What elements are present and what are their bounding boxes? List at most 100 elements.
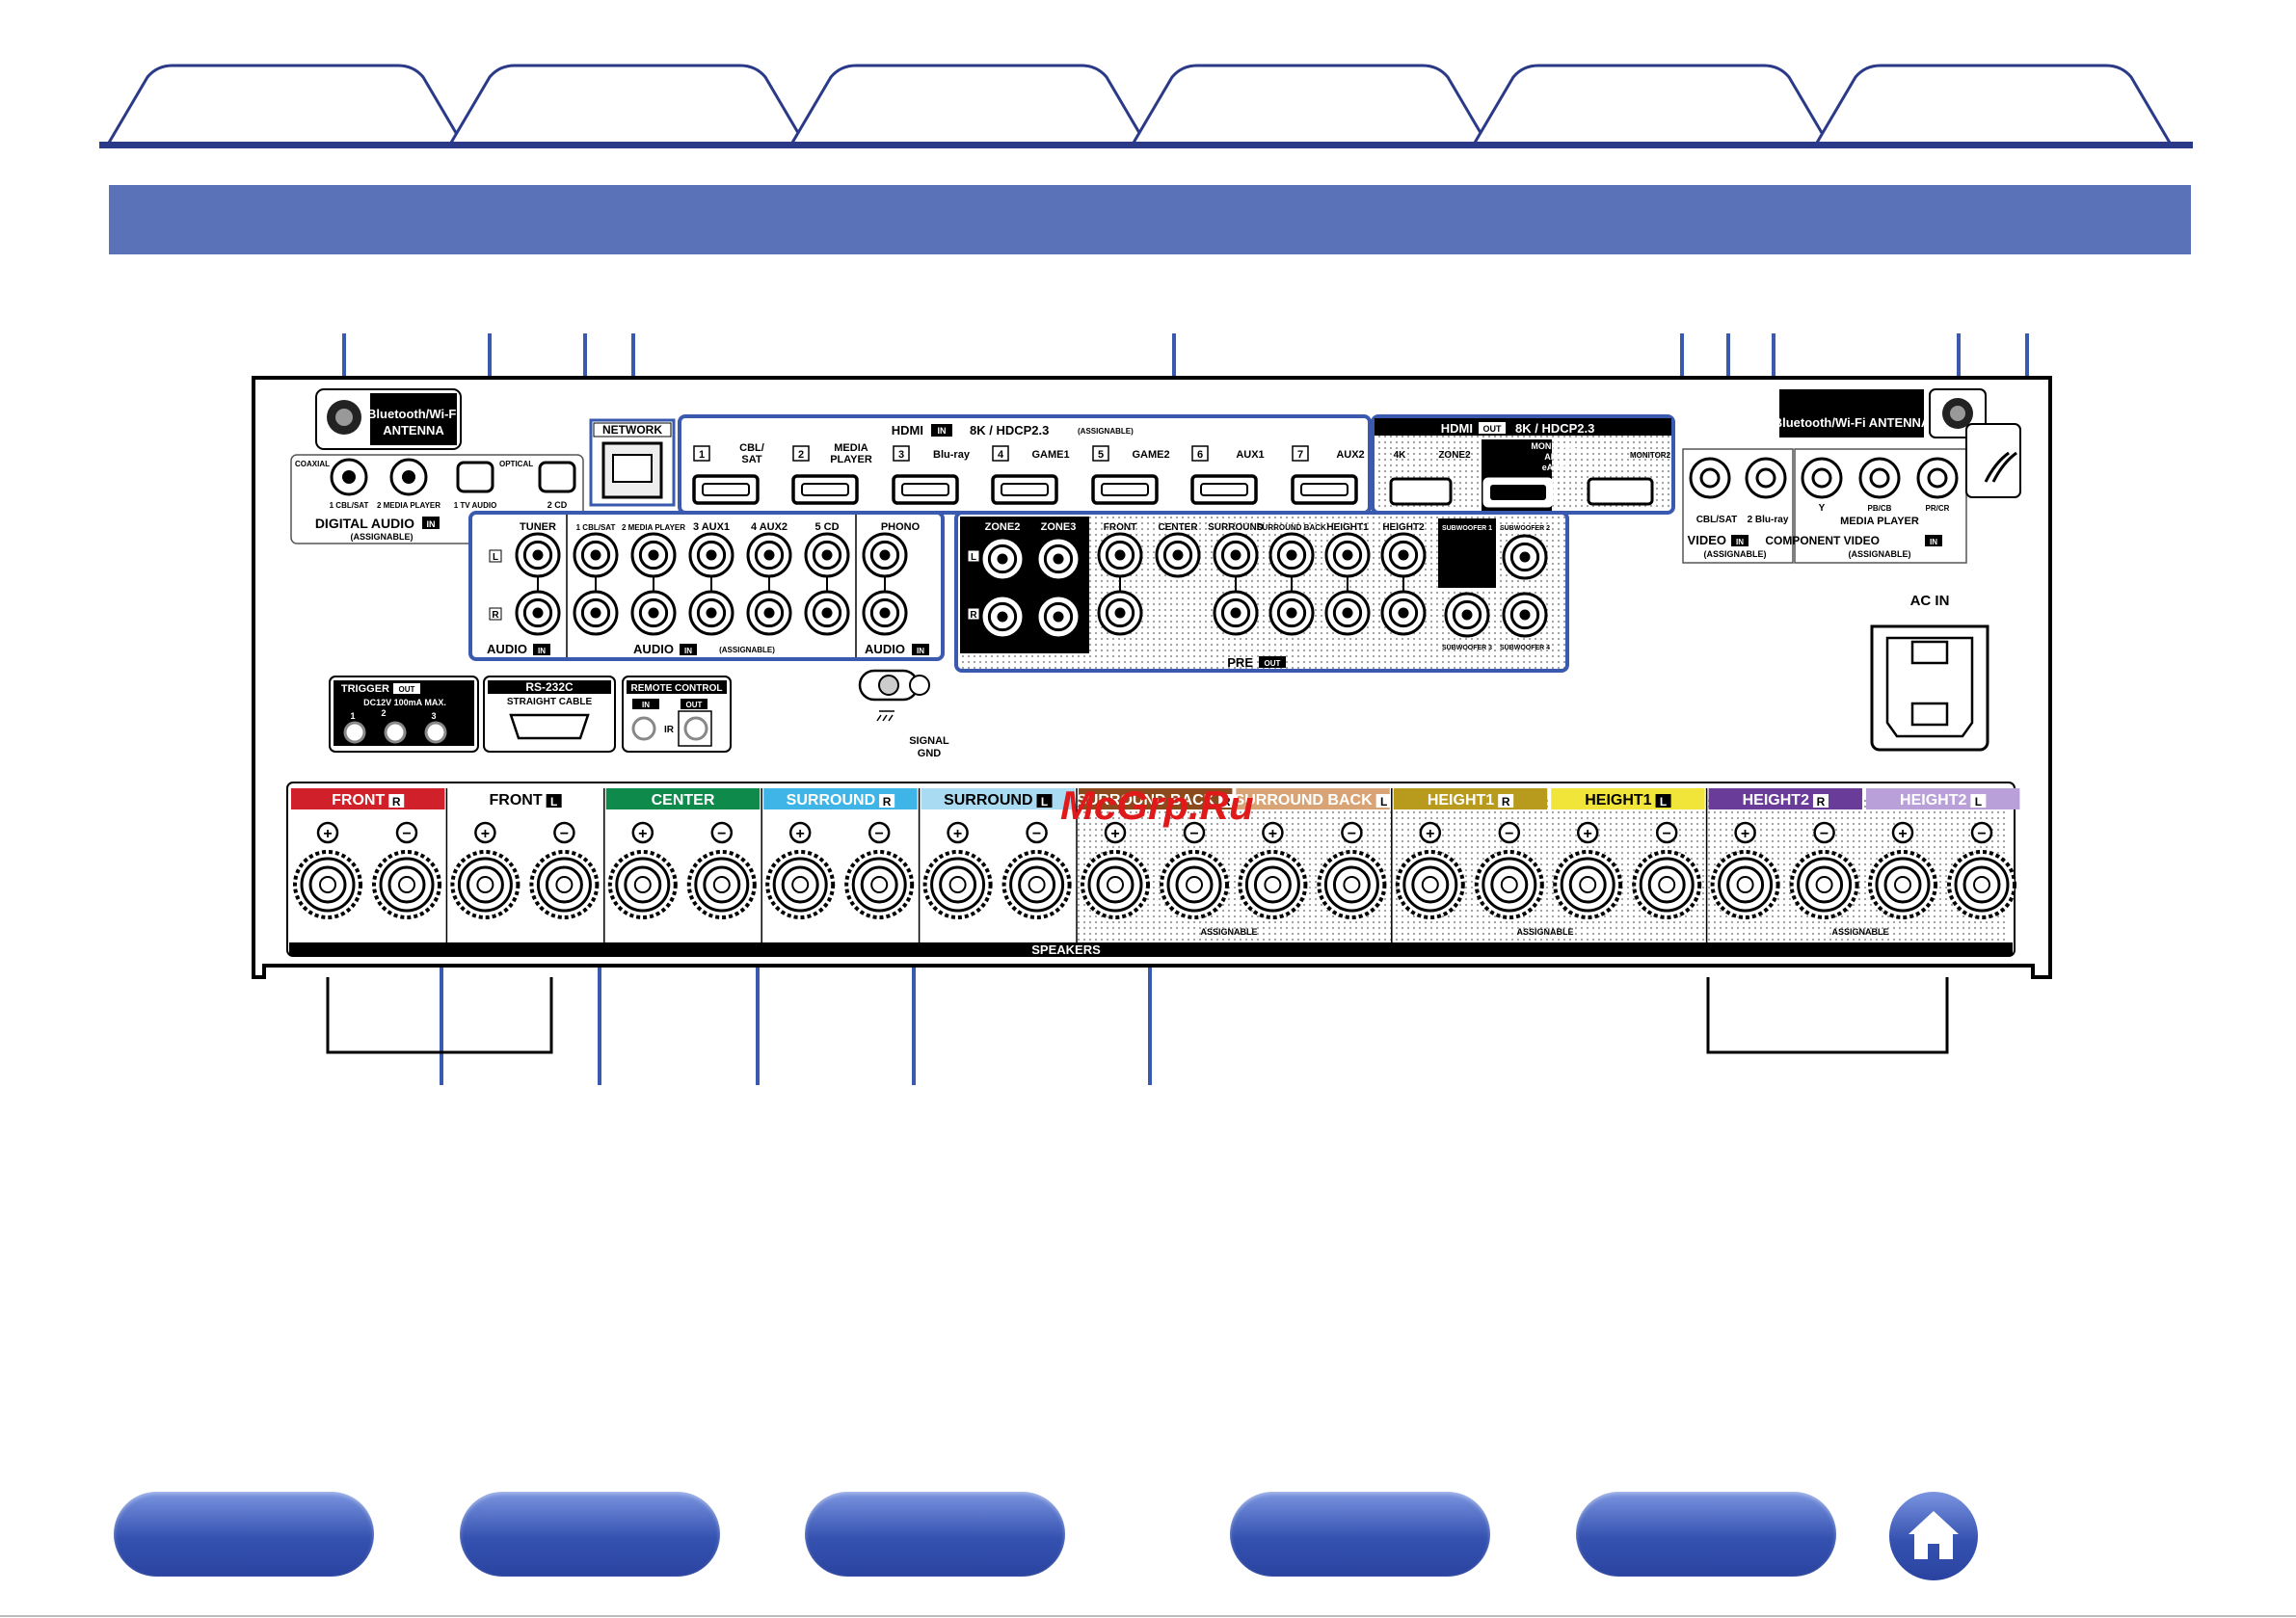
speaker-9-minus: − — [1663, 826, 1671, 842]
audio-in-jack-l-6[interactable] — [804, 532, 850, 578]
network-port[interactable]: NETWORK — [589, 418, 676, 507]
speaker-8-terminal-minus[interactable] — [1474, 850, 1544, 919]
rs232c-port[interactable]: RS-232C STRAIGHT CABLE — [483, 676, 616, 753]
speaker-5-terminal-minus[interactable] — [1001, 850, 1072, 919]
speaker-7-terminal-minus[interactable] — [1317, 850, 1387, 919]
optical-2-label: 2 CD — [547, 500, 568, 510]
bt-antenna-right[interactable]: Bluetooth/Wi-Fi ANTENNA — [1774, 388, 2021, 498]
speaker-6-terminal-plus[interactable] — [1081, 850, 1150, 919]
speaker-11-terminal-minus[interactable] — [1947, 850, 2016, 919]
pre-out-jack-bottom-6[interactable] — [1380, 590, 1427, 636]
home-button[interactable] — [1889, 1492, 1978, 1580]
audio-in-jack-l-2[interactable] — [573, 532, 619, 578]
nav-button-5[interactable] — [1576, 1492, 1836, 1577]
speaker-5-terminal-plus[interactable] — [922, 850, 993, 919]
tab-3[interactable] — [790, 64, 1147, 144]
remote-in-jack[interactable] — [631, 716, 656, 741]
remote-out-jack[interactable] — [683, 716, 708, 741]
zone2-jack-l[interactable] — [979, 536, 1026, 582]
speaker-1-terminal-plus[interactable] — [293, 850, 362, 919]
speaker-6-terminal-minus[interactable] — [1160, 850, 1229, 919]
hdmi-in-badge: IN — [938, 426, 947, 436]
pre-out-jack-bottom-3[interactable] — [1213, 590, 1259, 636]
speaker-10-terminal-plus[interactable] — [1710, 850, 1780, 919]
hdmi-out-4k-port[interactable] — [1389, 477, 1453, 506]
speaker-9-terminal-plus[interactable] — [1553, 850, 1623, 919]
bt-antenna-right-label: Bluetooth/Wi-Fi ANTENNA — [1774, 415, 1931, 430]
pre-out-jack-bottom-1[interactable] — [1097, 590, 1143, 636]
speaker-4-terminal-plus[interactable] — [765, 850, 836, 919]
remote-control: REMOTE CONTROL IN OUT IR — [622, 676, 732, 753]
audio-in-jack-l-5[interactable] — [746, 532, 792, 578]
zone2-jack-r[interactable] — [979, 594, 1026, 640]
zone3-jack-l[interactable] — [1035, 536, 1081, 582]
speaker-3-terminal-minus[interactable] — [686, 850, 757, 919]
tab-5[interactable] — [1473, 64, 1829, 144]
speaker-4-terminal-minus[interactable] — [844, 850, 915, 919]
hdmi-in-port-1-name: SAT — [741, 454, 761, 465]
nav-button-1[interactable] — [114, 1492, 374, 1577]
signal-gnd[interactable]: SIGNAL GND — [858, 669, 949, 759]
pre-out-jack-top-2[interactable] — [1155, 532, 1201, 578]
audio-in-jack-l-1[interactable] — [515, 532, 561, 578]
pre-out-jack-bottom-4[interactable] — [1268, 590, 1315, 636]
sub4-jack[interactable] — [1502, 592, 1548, 638]
audio-in-jack-r-6[interactable] — [804, 590, 850, 636]
pre-out-jack-top-5[interactable] — [1324, 532, 1371, 578]
nav-button-2[interactable] — [460, 1492, 720, 1577]
bt-antenna-left[interactable]: Bluetooth/Wi-Fi ANTENNA — [315, 388, 462, 450]
audio-in-jack-l-7[interactable] — [862, 532, 908, 578]
tab-4[interactable] — [1132, 64, 1488, 144]
nav-button-3[interactable] — [805, 1492, 1065, 1577]
trigger-jack-1[interactable] — [343, 721, 366, 744]
trigger-jack-3[interactable] — [424, 721, 447, 744]
audio-in-jack-l-3[interactable] — [630, 532, 677, 578]
speaker-9-terminal-minus[interactable] — [1632, 850, 1702, 919]
speaker-2-terminal-plus[interactable] — [450, 850, 521, 919]
trigger-jack-2[interactable] — [384, 721, 407, 744]
pre-out-jack-bottom-5[interactable] — [1324, 590, 1371, 636]
speaker-10-terminal-minus[interactable] — [1789, 850, 1859, 919]
speaker-11-terminal-plus[interactable] — [1868, 850, 1937, 919]
assignable-2: ASSIGNABLE — [1516, 927, 1573, 937]
hdmi-in-port-4-number: 4 — [998, 449, 1004, 461]
pre-out-jack-top-3[interactable] — [1213, 532, 1259, 578]
audio-in-jack-r-3[interactable] — [630, 590, 677, 636]
hdmi-out-monitor2-port[interactable] — [1587, 477, 1654, 506]
pre-out-jack-top-6[interactable] — [1380, 532, 1427, 578]
speaker-3-terminal-plus[interactable] — [607, 850, 678, 919]
pre-out-jack-top-4[interactable] — [1268, 532, 1315, 578]
audio-in-jack-r-4[interactable] — [688, 590, 734, 636]
tab-2[interactable] — [449, 64, 806, 144]
hdmi-in-port-3-number: 3 — [898, 449, 904, 461]
speaker-1-terminal-minus[interactable] — [372, 850, 441, 919]
sub3-jack[interactable] — [1444, 592, 1490, 638]
audio-in-badge-1: IN — [538, 647, 546, 655]
sub2-jack[interactable] — [1502, 534, 1548, 580]
optical-jack-2[interactable] — [538, 461, 576, 493]
audio-in-jack-l-4[interactable] — [688, 532, 734, 578]
audio-in-jack-r-1[interactable] — [515, 590, 561, 636]
ac-inlet[interactable]: AC IN — [1870, 593, 1989, 752]
zone3-jack-r[interactable] — [1035, 594, 1081, 640]
speaker-7-terminal-plus[interactable] — [1238, 850, 1308, 919]
audio-in-jack-r-5[interactable] — [746, 590, 792, 636]
nav-button-4[interactable] — [1230, 1492, 1490, 1577]
remote-out-badge: OUT — [686, 701, 703, 709]
speaker-2-terminal-minus[interactable] — [529, 850, 600, 919]
audio-in-jack-r-7[interactable] — [862, 590, 908, 636]
tab-1[interactable] — [107, 64, 464, 144]
pre-out-jack-top-1[interactable] — [1097, 532, 1143, 578]
optical-jack-1[interactable] — [456, 461, 494, 493]
audio-in-jack-r-2[interactable] — [573, 590, 619, 636]
speaker-8-terminal-plus[interactable] — [1395, 850, 1465, 919]
tab-6[interactable] — [1815, 64, 2172, 144]
